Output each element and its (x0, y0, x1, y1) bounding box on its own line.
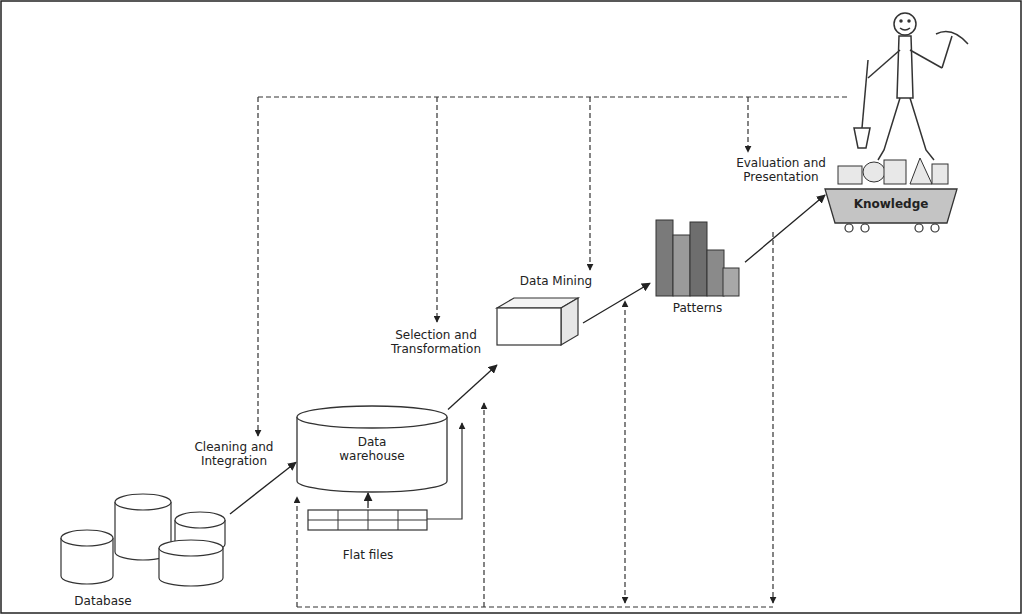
step-label: Evaluation and Presentation (724, 156, 838, 184)
shovel-blade (854, 128, 870, 148)
flow-arrow (583, 283, 650, 323)
database-cylinder-top (61, 530, 113, 546)
ore (932, 164, 948, 184)
flow-arrow (230, 462, 296, 514)
database-cylinder-top (175, 512, 225, 528)
miner-eye (908, 20, 910, 22)
miner-leg (878, 98, 900, 160)
flow-arrow (367, 493, 368, 508)
process-node: Data warehouse (296, 405, 448, 493)
database-cylinder-top (115, 494, 171, 510)
table-grid (308, 510, 427, 530)
process-node: Knowledge (825, 185, 957, 235)
feedback-line (296, 497, 297, 607)
cart-wheel (931, 224, 939, 232)
process-node: Flat files (306, 508, 430, 566)
feedback-line (297, 606, 773, 607)
table-outline (308, 510, 427, 530)
pickaxe-head (936, 32, 968, 44)
feedback-line (589, 97, 590, 270)
feedback-line (624, 301, 625, 603)
flow-arrow (745, 195, 825, 262)
cart-body (825, 189, 957, 223)
cart-wheel (845, 224, 853, 232)
pattern-bar (723, 268, 739, 296)
step-label: Data Mining (514, 274, 598, 288)
feedback-line (772, 232, 773, 603)
process-node: Selection and Transformation (378, 295, 583, 365)
cart-wheel (861, 224, 869, 232)
pattern-bar (673, 235, 690, 296)
pickaxe-handle (942, 36, 952, 68)
pattern-bar (656, 220, 673, 296)
node-label: Data warehouse (327, 435, 417, 463)
node-label: Flat files (306, 548, 430, 562)
ore (884, 160, 906, 184)
database-cylinder-top (159, 540, 223, 556)
node-label: Knowledge (825, 197, 957, 211)
feedback-line (257, 97, 258, 436)
node-label: Selection and Transformation (378, 328, 494, 356)
miner-arm (868, 50, 900, 78)
node-label: Patterns (650, 301, 745, 315)
ore (863, 162, 885, 182)
process-node: Patterns (650, 215, 745, 320)
feedback-line (436, 97, 437, 322)
ore (838, 166, 862, 184)
cube-front (497, 308, 561, 345)
cube-side (561, 298, 578, 345)
miner-mouth (900, 28, 910, 30)
feedback-line (258, 96, 850, 97)
shovel (862, 60, 868, 128)
cart-wheel (915, 224, 923, 232)
pattern-bar (690, 222, 707, 296)
step-label: Cleaning and Integration (184, 440, 284, 468)
node-label: Database (63, 594, 143, 608)
database-icon (55, 482, 230, 610)
pattern-bar (707, 250, 724, 296)
process-node: Database (55, 482, 230, 610)
feedback-line (483, 403, 484, 607)
miner-body (897, 36, 913, 98)
feedback-line (747, 97, 748, 152)
flow-arrow (448, 365, 497, 409)
miner-eye (900, 20, 902, 22)
miner-arm (910, 50, 942, 68)
miner-head (894, 13, 916, 35)
ore (910, 158, 932, 184)
miner-leg (910, 98, 934, 160)
cylinder-top (297, 406, 447, 428)
